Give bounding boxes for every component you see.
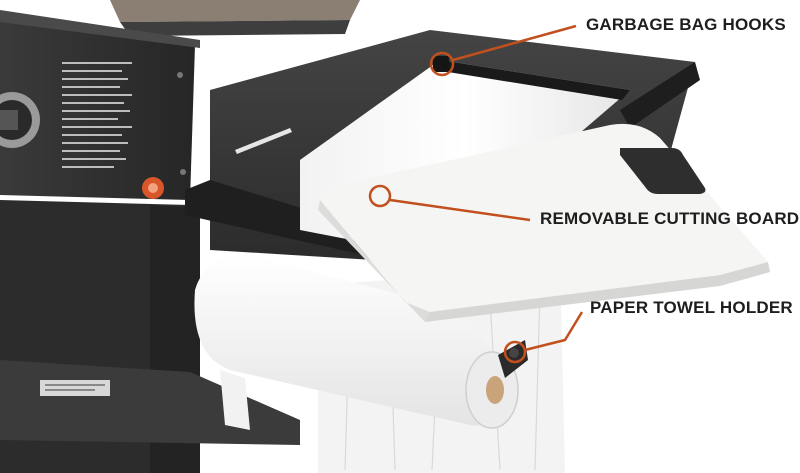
garbage-bag-hook: [433, 56, 449, 72]
callout-line-towel: [524, 311, 584, 352]
callout-line-hooks: [452, 24, 577, 62]
instruction-label-lines: [62, 62, 132, 168]
callout-label-garbage-bag-hooks: GARBAGE BAG HOOKS: [586, 15, 786, 34]
callout-circle-towel: [503, 340, 527, 364]
cutting-board-handle-hole: [620, 148, 706, 194]
callout-circle-board: [368, 184, 392, 208]
callout-label-cutting-board: REMOVABLE CUTTING BOARD: [540, 209, 800, 228]
callout-circle-hooks: [429, 51, 455, 77]
paper-towel-holder-arm: [498, 340, 528, 378]
griddle-top-edge: [110, 0, 360, 22]
callout-label-paper-towel-holder: PAPER TOWEL HOLDER: [590, 298, 793, 317]
paper-towel-roll: [194, 255, 501, 426]
callout-line-board: [389, 198, 531, 222]
